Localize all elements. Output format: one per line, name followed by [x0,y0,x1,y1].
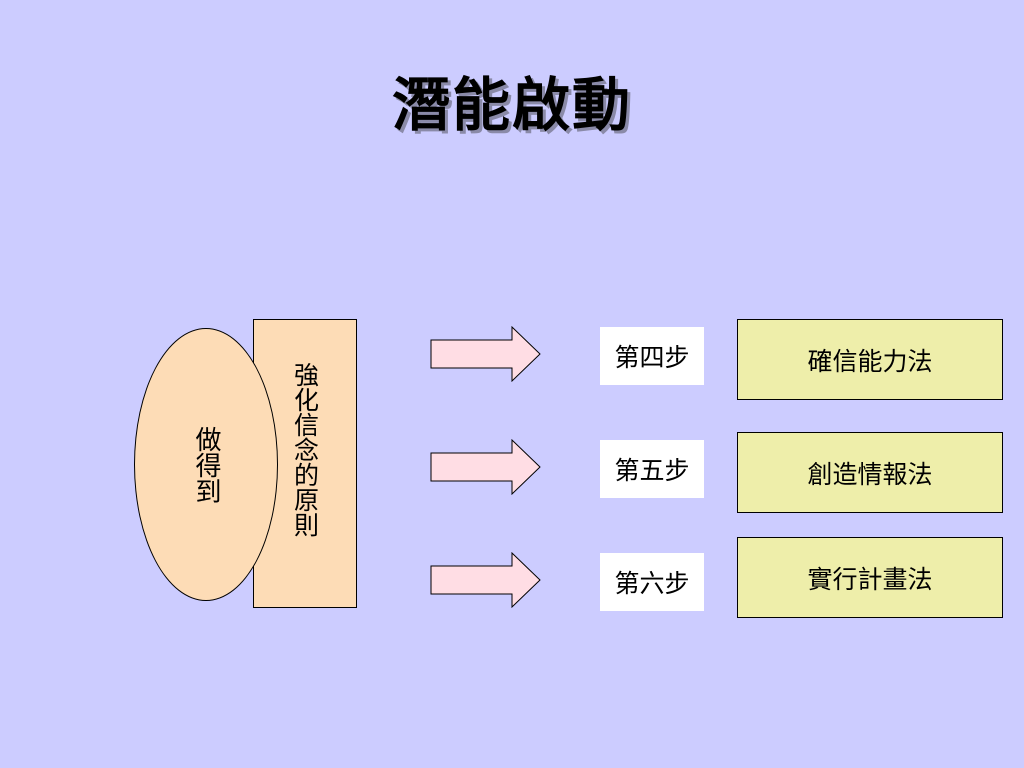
slide-title: 潛能啟動 [391,71,632,139]
step-label-5: 第五步 [600,440,704,498]
step-label-6: 第六步 [600,553,704,611]
right-arrow-icon [430,326,541,382]
can-do-ellipse [134,328,278,601]
method-box-execute-plan: 實行計畫法 [737,537,1003,618]
step-label-4: 第四步 [600,327,704,385]
method-box-confidence: 確信能力法 [737,319,1003,400]
method-box-create-info: 創造情報法 [737,432,1003,513]
principle-label: 強化信念的原則 [290,362,320,537]
right-arrow-icon [430,552,541,608]
can-do-label: 做得到 [191,425,221,504]
right-arrow-icon [430,439,541,495]
